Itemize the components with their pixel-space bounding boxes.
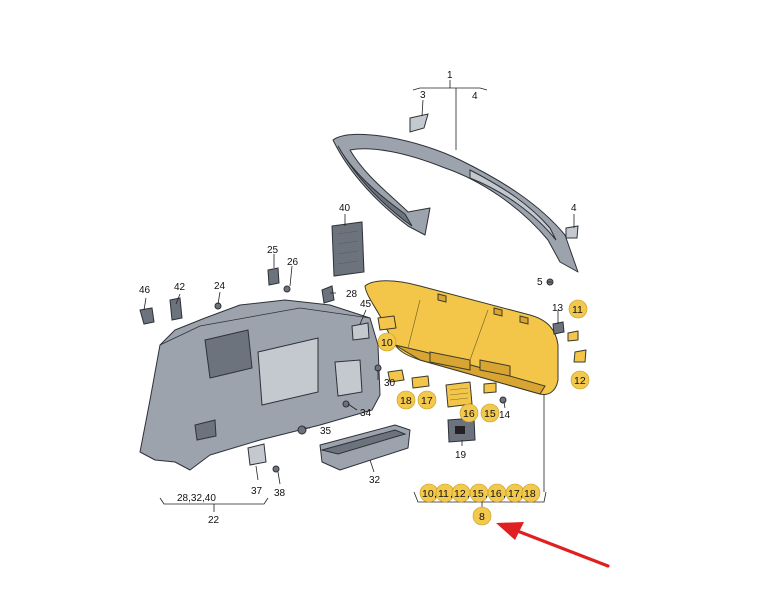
callout-24: 24 [214, 281, 226, 292]
callout-1: 1 [447, 70, 453, 81]
highlight-11: 11 [572, 304, 583, 316]
svg-text:,: , [450, 488, 453, 500]
callout-4-top: 4 [472, 91, 478, 102]
side-panel-part-22 [139, 299, 381, 471]
callout-40: 40 [339, 203, 351, 214]
part-28 [321, 285, 335, 304]
part-26 [283, 285, 291, 293]
callout-4-right: 4 [571, 203, 577, 214]
callout-26: 26 [287, 257, 299, 268]
part-42 [169, 297, 183, 321]
highlight-group-6: 18 [524, 488, 536, 500]
badge-15 [480, 403, 500, 423]
part-16 [445, 381, 473, 408]
part-13 [552, 321, 565, 335]
part-38 [272, 465, 280, 473]
part-45 [351, 322, 370, 341]
highlight-group-5: 17 [508, 488, 520, 500]
callout-45: 45 [360, 299, 372, 310]
part-15 [483, 382, 497, 394]
part-35 [297, 425, 307, 435]
badge-12 [570, 370, 590, 390]
callout-14: 14 [499, 410, 511, 421]
callout-3: 3 [420, 90, 426, 101]
small-parts [139, 267, 587, 473]
callout-37: 37 [251, 486, 263, 497]
pillar-trim-part-1 [332, 113, 579, 273]
svg-text:,: , [520, 488, 523, 500]
badge-18 [396, 390, 416, 410]
callout-30: 30 [384, 378, 396, 389]
highlight-8: 8 [479, 511, 485, 523]
callout-38: 38 [274, 488, 286, 499]
callout-13: 13 [552, 303, 564, 314]
part-19-slot [455, 426, 465, 434]
red-arrow [496, 522, 610, 568]
badge-10 [377, 332, 397, 352]
callout-5: 5 [537, 277, 543, 288]
part-46 [139, 307, 155, 325]
callout-34: 34 [360, 408, 372, 419]
callout-25: 25 [267, 245, 279, 256]
callout-46: 46 [139, 285, 151, 296]
part-37 [247, 443, 267, 466]
part-10 [377, 315, 397, 331]
pad-part-40 [331, 221, 365, 277]
badge-17 [417, 390, 437, 410]
highlight-group-1: 11 [438, 488, 449, 500]
highlight-17: 17 [421, 395, 433, 407]
badge-16 [459, 403, 479, 423]
part-12 [573, 349, 587, 363]
badge-11 [568, 299, 588, 319]
highlighted-callouts: 10 11 12 18 17 16 15 10 , 11 , 12 , 15 [377, 299, 590, 526]
svg-text:,: , [434, 488, 437, 500]
part-18 [387, 369, 405, 383]
callout-22-group: 28,32,40 [177, 493, 216, 504]
highlight-15: 15 [484, 408, 496, 420]
highlight-10: 10 [381, 337, 393, 349]
highlight-group-4: 16 [490, 488, 502, 500]
highlight-group-0: 10 [422, 488, 434, 500]
callout-22: 22 [208, 515, 220, 526]
badge-8 [472, 506, 492, 526]
svg-text:,: , [485, 488, 488, 500]
callout-28: 28 [346, 289, 358, 300]
part-17 [411, 375, 430, 389]
svg-text:,: , [503, 488, 506, 500]
callout-19: 19 [455, 450, 467, 461]
highlight-12: 12 [574, 375, 586, 387]
svg-text:,: , [467, 488, 470, 500]
part-11 [567, 330, 579, 342]
tray-part-32 [319, 424, 411, 471]
part-14 [499, 396, 507, 404]
highlight-18: 18 [400, 395, 412, 407]
highlight-group-2: 12 [454, 488, 466, 500]
highlight-group-row: 10 , 11 , 12 , 15 , 16 , 17 , 18 [419, 483, 541, 503]
callout-32: 32 [369, 475, 381, 486]
callout-labels: 1 3 4 4 5 40 25 26 28 24 42 46 45 13 34 … [139, 70, 577, 526]
tailgate-trim-part-8 [364, 280, 559, 395]
part-25 [267, 267, 280, 286]
highlight-group-3: 15 [472, 488, 484, 500]
highlight-16: 16 [463, 408, 475, 420]
callout-35: 35 [320, 426, 332, 437]
callout-42: 42 [174, 282, 186, 293]
part-34 [342, 400, 350, 408]
